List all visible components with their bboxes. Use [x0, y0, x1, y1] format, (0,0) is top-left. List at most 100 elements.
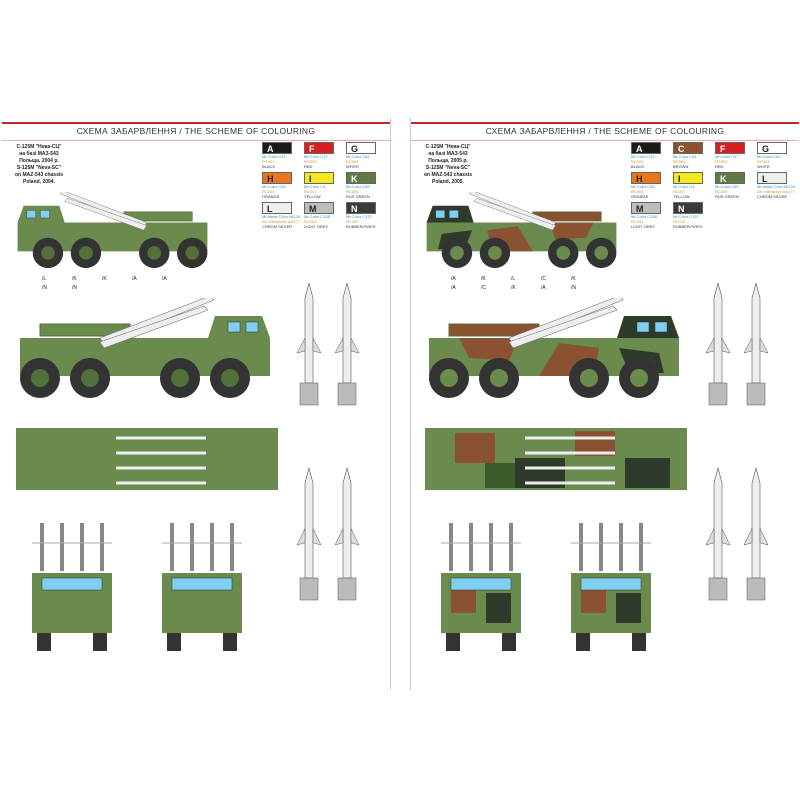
ak-ref: RC081	[673, 159, 686, 164]
paint-name: YELLOW	[304, 194, 321, 199]
paint-callout: /A	[451, 285, 456, 291]
cab-window	[435, 210, 446, 219]
ak-ref: RC004	[631, 189, 644, 194]
paint-code: L	[267, 204, 273, 214]
booster	[708, 577, 728, 601]
truck-front-view	[571, 523, 651, 651]
mr-color-ref: Mr.Color C4	[304, 184, 326, 189]
booster	[299, 382, 319, 406]
ak-ref: RC001	[631, 159, 644, 164]
missile-details	[705, 283, 769, 601]
mr-color-ref: Mr.Color C4	[673, 184, 695, 189]
paint-name: LIGHT GREY	[631, 224, 656, 229]
paint-callout: /N	[571, 285, 576, 291]
ak-ref: RC503	[715, 159, 728, 164]
truck-front-view	[162, 523, 242, 651]
booster	[746, 577, 766, 601]
paint-code: N	[678, 204, 685, 214]
front-rear-views	[441, 523, 651, 651]
mr-color-ref: Mr.Color C62	[346, 154, 370, 159]
paint-name: LIGHT GREY	[304, 224, 329, 229]
ak-ref: RC007	[304, 189, 317, 194]
mr-color-ref: Mr.Metal Color MC28	[757, 184, 795, 189]
paint-code: F	[720, 144, 726, 154]
mr-color-ref: Mr.Color C33	[631, 154, 655, 159]
paint-code: I	[309, 174, 312, 184]
caption-line: С-125М "Нева-СЦ"	[16, 144, 62, 150]
cab-window	[40, 210, 50, 219]
colour-chip: M	[304, 202, 334, 214]
mr-color-ref: Mr.Metal Color MC28	[262, 214, 300, 219]
paint-callout: /C	[481, 285, 486, 291]
paint-code: A	[267, 144, 274, 154]
colour-chip: C	[673, 142, 703, 154]
mr-color-ref: Mr.Color C58	[262, 184, 286, 189]
side-view-right	[20, 298, 270, 398]
paint-name: RUS GREEN	[346, 194, 370, 199]
mr-color-ref: Mr.Color C137	[673, 214, 699, 219]
paint-code: C	[678, 144, 685, 154]
paint-name: CHROM SILVER	[757, 194, 788, 199]
paint-name: BLACK	[262, 164, 276, 169]
colour-chip: F	[715, 142, 745, 154]
mr-color-ref: Mr.Color C59	[715, 184, 739, 189]
missile	[64, 197, 148, 231]
missile	[99, 305, 209, 349]
paint-name: WHITE	[757, 164, 770, 169]
top-view	[425, 428, 687, 490]
paint-name: RED	[304, 164, 313, 169]
colour-chip: I	[673, 172, 703, 184]
paint-callout: /A	[451, 276, 456, 282]
ak-ref: AK Interactive AK477	[757, 189, 795, 194]
colour-chip: K	[346, 172, 376, 184]
colour-chip: H	[631, 172, 661, 184]
colour-chip: M	[631, 202, 661, 214]
ak-ref: RC300	[346, 189, 359, 194]
truck-side-view	[17, 192, 208, 269]
ak-ref: RC253	[631, 219, 644, 224]
colour-chip: H	[262, 172, 292, 184]
cab-window	[654, 321, 668, 333]
mr-color-ref: Mr.Color C338	[631, 214, 657, 219]
mr-color-ref: Mr.Color C47	[304, 154, 328, 159]
ak-ref: RC300	[715, 189, 728, 194]
paint-name: BROWN	[673, 164, 689, 169]
paint-callout: /K	[511, 285, 516, 291]
paint-name: ORANGE	[262, 194, 280, 199]
side-view-left	[426, 192, 617, 269]
paint-callout: /K	[481, 276, 486, 282]
page-header-title: СХЕМА ЗАБАРВЛЕННЯ / THE SCHEME OF COLOUR…	[2, 122, 390, 141]
top-view	[16, 428, 278, 490]
booster	[299, 577, 319, 601]
missile-profile	[705, 466, 731, 601]
missile-details	[296, 283, 360, 601]
paint-name: ORANGE	[631, 194, 649, 199]
mr-color-ref: Mr.Color C33	[262, 154, 286, 159]
missile	[508, 305, 618, 349]
ak-ref: RC032	[673, 219, 686, 224]
paint-callout: /A	[162, 276, 167, 282]
paint-code: G	[351, 144, 359, 154]
colour-chip: N	[346, 202, 376, 214]
mr-color-ref: Mr.Color C58	[631, 184, 655, 189]
cab-window	[245, 321, 259, 333]
paint-callout: /K	[102, 276, 107, 282]
paint-callout: /A	[132, 276, 137, 282]
paint-code: K	[351, 174, 358, 184]
cab-window	[26, 210, 37, 219]
truck-front-view	[32, 523, 112, 651]
colour-chip: N	[673, 202, 703, 214]
paint-callout: /C	[541, 276, 546, 282]
colour-chip: L	[262, 202, 292, 214]
colour-chip: A	[631, 142, 661, 154]
